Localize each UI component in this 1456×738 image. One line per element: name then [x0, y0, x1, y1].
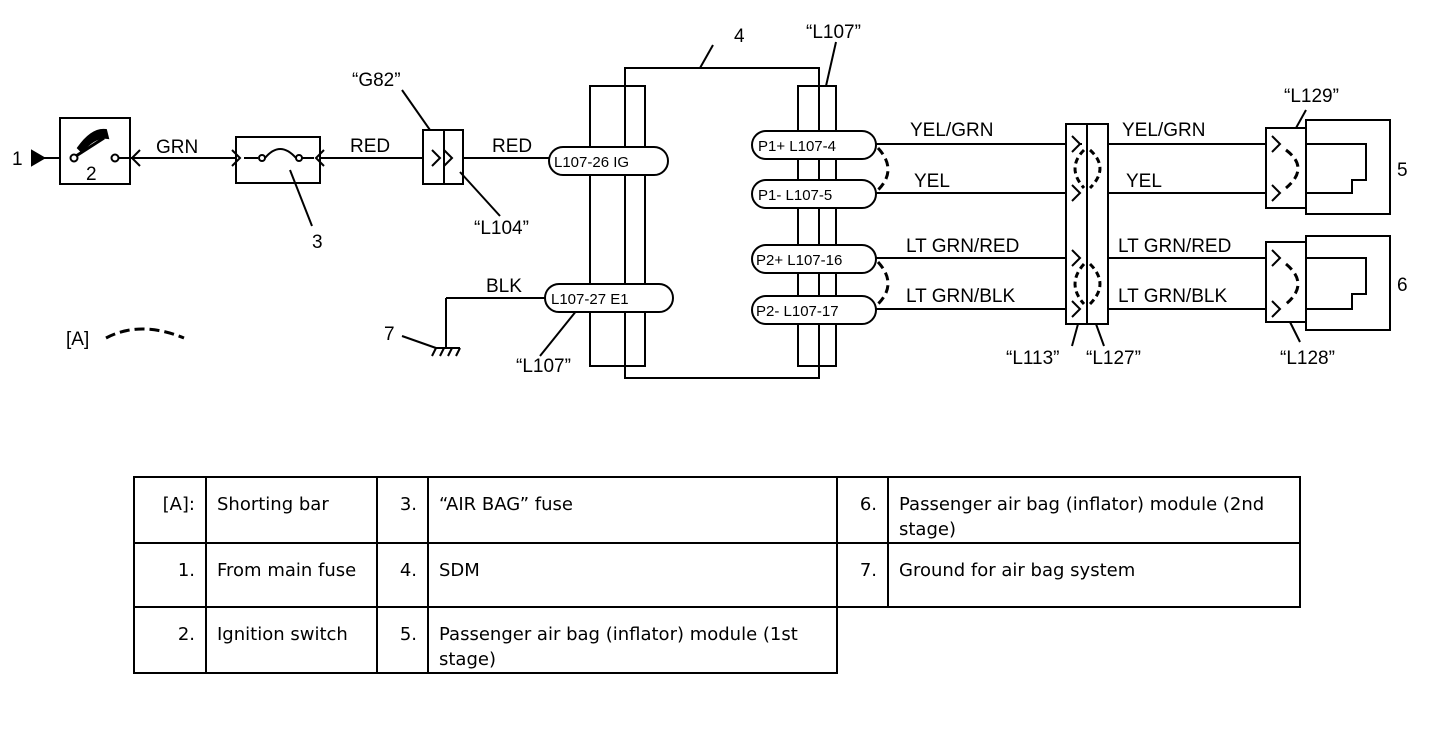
legend-text: SDM: [427, 542, 838, 608]
pin-label-p2-plus: P2+ L107-16: [756, 252, 842, 269]
legend-key: 2.: [133, 606, 207, 674]
pin-label-p1-minus: P1- L107-5: [758, 187, 832, 204]
connector-label-l129: “L129”: [1284, 86, 1339, 107]
legend-text: “AIR BAG” fuse: [427, 476, 838, 544]
wire-label-lt-grn-red-2: LT GRN/RED: [1118, 236, 1231, 257]
connector-l128: [1265, 241, 1307, 323]
connector-label-l128: “L128”: [1280, 348, 1335, 369]
connector-label-g82: “G82”: [352, 70, 401, 91]
connector-label-l107-bottom: “L107”: [516, 356, 571, 377]
legend-key: [A]:: [133, 476, 207, 544]
legend-text: Ground for air bag system: [887, 542, 1301, 608]
connector-label-l127: “L127”: [1086, 348, 1141, 369]
main-fuse-feed-arrow: [31, 149, 46, 167]
connector-l107-right: [797, 85, 837, 367]
air-bag-fuse: [235, 136, 321, 184]
legend-key: 7.: [836, 542, 889, 608]
wire-label-red-2: RED: [492, 136, 532, 157]
legend-empty-cell: [837, 607, 888, 673]
legend-table: [A]: Shorting bar 3. “AIR BAG” fuse 6. P…: [133, 476, 1301, 674]
shorting-bar-legend-sample: [105, 327, 185, 340]
item-number-6: 6: [1397, 275, 1408, 296]
item-number-2: 2: [86, 164, 97, 185]
legend-text: Ignition switch: [205, 606, 378, 674]
pin-label-l107-27: L107-27 E1: [551, 291, 629, 308]
legend-text: Passenger air bag (inflator) module (2nd…: [887, 476, 1301, 544]
wire-label-red-1: RED: [350, 136, 390, 157]
shorting-bar-key: [A]: [66, 329, 89, 350]
wire-label-blk: BLK: [486, 276, 522, 297]
pin-label-p2-minus: P2- L107-17: [756, 303, 839, 320]
wire-label-lt-grn-blk-1: LT GRN/BLK: [906, 286, 1015, 307]
legend-key: 4.: [376, 542, 429, 608]
wire-label-lt-grn-red-1: LT GRN/RED: [906, 236, 1019, 257]
item-number-1: 1: [12, 149, 23, 170]
item-number-3: 3: [312, 232, 323, 253]
wire-label-lt-grn-blk-2: LT GRN/BLK: [1118, 286, 1227, 307]
item-number-7: 7: [384, 324, 395, 345]
item-number-5: 5: [1397, 160, 1408, 181]
sdm-module: [624, 67, 820, 379]
wire-label-yel-2: YEL: [1126, 171, 1162, 192]
connector-l129: [1265, 127, 1307, 209]
legend-key: 6.: [836, 476, 889, 544]
wire-label-yel-grn-2: YEL/GRN: [1122, 120, 1205, 141]
legend-text: From main fuse: [205, 542, 378, 608]
connector-label-l104: “L104”: [474, 218, 529, 239]
legend-key: 1.: [133, 542, 207, 608]
legend-key: 3.: [376, 476, 429, 544]
pin-label-l107-26: L107-26 IG: [554, 154, 629, 171]
airbag-wiring-diagram: 1 2 3 4 5 6 7 [A] GRN RED RED BLK YEL/GR…: [12, 22, 1408, 379]
inflator-module-2nd-stage: [1305, 235, 1391, 331]
legend-text: Shorting bar: [205, 476, 378, 544]
wire-label-yel-grn-1: YEL/GRN: [910, 120, 993, 141]
inflator-module-1st-stage: [1305, 119, 1391, 215]
wire-label-grn: GRN: [156, 137, 198, 158]
legend-key: 5.: [376, 606, 429, 674]
ignition-switch: [59, 117, 131, 185]
connector-l107-left: [589, 85, 646, 367]
item-number-4: 4: [734, 26, 745, 47]
connector-label-l107-top: “L107”: [806, 22, 861, 43]
legend-text: Passenger air bag (inflator) module (1st…: [427, 606, 838, 674]
wire-label-yel-1: YEL: [914, 171, 950, 192]
legend-empty-cell: [888, 607, 1300, 673]
legend-row: 1. From main fuse 4. SDM 7. Ground for a…: [133, 542, 1301, 608]
connector-label-l113: “L113”: [1006, 348, 1060, 369]
pin-label-p1-plus: P1+ L107-4: [758, 138, 836, 155]
legend-row: 2. Ignition switch 5. Passenger air bag …: [133, 606, 1300, 674]
legend-row: [A]: Shorting bar 3. “AIR BAG” fuse 6. P…: [133, 476, 1301, 544]
